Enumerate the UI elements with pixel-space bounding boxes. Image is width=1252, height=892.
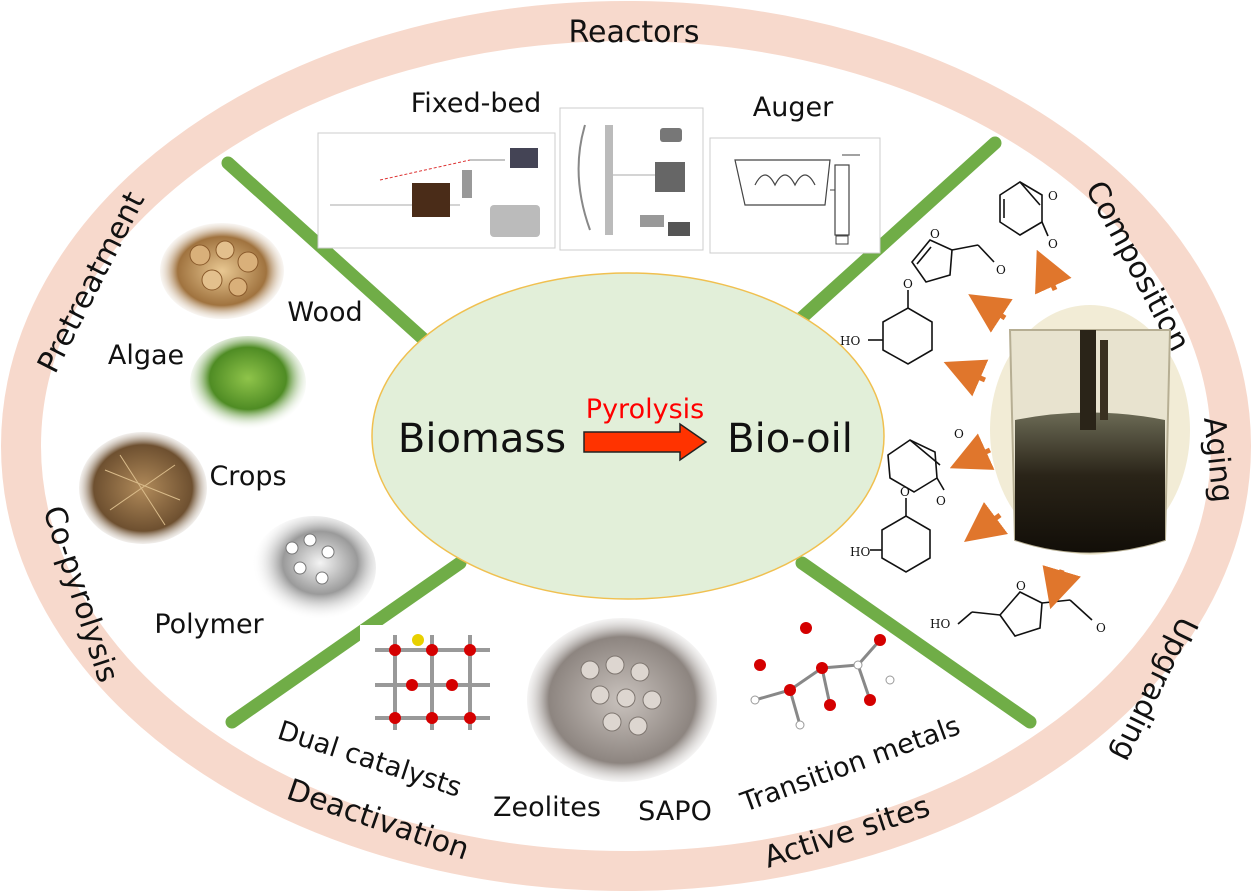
molecule-o-label-2: O [1048, 237, 1058, 251]
molecule-o-label-4: O [996, 263, 1006, 277]
process-arrow-icon [583, 422, 708, 462]
reactor-label-auger: Auger [753, 92, 834, 123]
feedstock-label-wood: Wood [287, 297, 362, 328]
center-product: Bio-oil [727, 416, 853, 462]
polymer-image [252, 516, 376, 620]
molecule-o-label-9: O [1016, 579, 1026, 593]
molecule-hmf [957, 591, 1093, 637]
catalyst-label-sapo: SAPO [638, 796, 712, 827]
divider-bottom-left [225, 556, 467, 729]
molecule-o-label-7: O [936, 494, 946, 508]
molecule-o-label-6: O [954, 427, 964, 441]
molecule-ho-label-1: HO [840, 334, 860, 348]
dual-catalyst-image [360, 625, 505, 735]
divider-bottom-right [795, 556, 1037, 729]
reactor-diagram-auger [709, 137, 881, 254]
catalyst-label-zeolites: Zeolites [493, 792, 601, 823]
molecule-ho-label-2: HO [850, 545, 870, 559]
molecule-furfural-top [910, 239, 995, 283]
reactor-label-fixed-bed: Fixed-bed [411, 88, 542, 119]
molecule-lactone-top [868, 290, 933, 365]
center-process: Pyrolysis [586, 394, 704, 425]
crops-image [79, 432, 207, 544]
molecule-o-label-1: O [1048, 189, 1058, 203]
molecule-o-label-5: O [903, 277, 913, 291]
feedstock-label-crops: Crops [209, 461, 286, 492]
divider-top-left [221, 156, 437, 352]
algae-image [190, 336, 306, 430]
zeolites-image [527, 618, 717, 782]
molecule-ho-label-3: HO [930, 617, 950, 631]
reactor-diagram-2 [559, 107, 704, 251]
center-biomass: Biomass [398, 416, 566, 462]
ring-label-reactors: Reactors [569, 15, 700, 50]
transition-metals-image [750, 622, 895, 730]
divider-top-right [789, 136, 1002, 330]
molecule-o-label-10: O [1096, 621, 1106, 635]
molecule-levoglucosenone-mid [887, 439, 945, 493]
reactor-diagram-1 [317, 132, 556, 249]
feedstock-label-polymer: Polymer [154, 609, 264, 640]
arrows-to-molecules [943, 249, 1081, 610]
bio-oil-beaker-image [990, 305, 1190, 555]
molecule-lactone-bottom [870, 498, 931, 573]
wood-image [160, 223, 284, 319]
molecule-levoglucosenone-top [999, 181, 1049, 237]
feedstock-label-algae: Algae [108, 340, 184, 371]
molecule-o-label-3: O [930, 227, 940, 241]
molecule-o-label-8: O [900, 485, 910, 499]
